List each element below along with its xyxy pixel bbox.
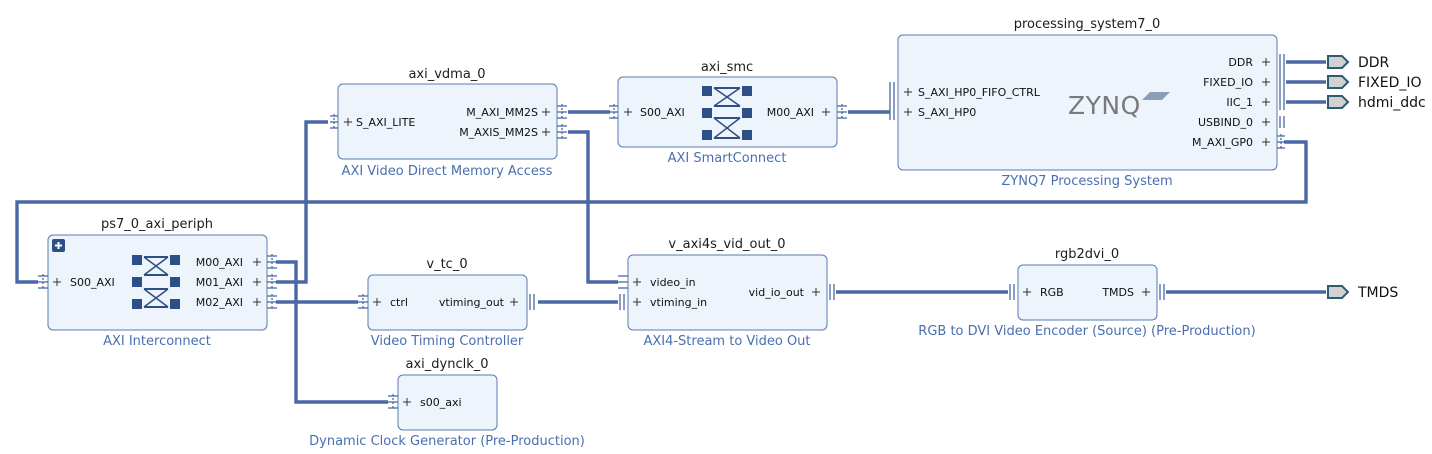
port-label: TMDS — [1101, 286, 1134, 299]
port-label: S_AXI_LITE — [356, 116, 415, 129]
block-instance-name: processing_system7_0 — [1014, 17, 1161, 32]
port-label: DDR — [1228, 56, 1253, 69]
port-label: s00_axi — [420, 396, 462, 409]
external-port-label: hdmi_ddc — [1358, 95, 1426, 111]
net-ps7-gp0-to-periph[interactable] — [15, 140, 1308, 284]
external-port-label: TMDS — [1357, 285, 1398, 301]
port-label: vtiming_in — [650, 296, 707, 309]
port-label: RGB — [1040, 286, 1064, 299]
zynq-logo-chevron-icon — [1142, 92, 1170, 100]
crossbar-icon — [132, 255, 180, 309]
block-description: Video Timing Controller — [371, 334, 524, 349]
port-bus-icon[interactable] — [829, 284, 835, 300]
port-label: M01_AXI — [196, 276, 243, 289]
port-label: S_AXI_HP0_FIFO_CTRL — [918, 86, 1041, 99]
block-body[interactable] — [1017, 264, 1158, 321]
port-label: video_in — [650, 276, 696, 289]
block-description: AXI Interconnect — [103, 334, 211, 349]
block-description: RGB to DVI Video Encoder (Source) (Pre-P… — [918, 324, 1255, 339]
block-video-timing-controller[interactable]: v_tc_0 ctrl vtiming_out Video Timing Con… — [358, 257, 535, 349]
port-bus-icon[interactable] — [1009, 284, 1015, 300]
port-bus-icon[interactable] — [889, 82, 895, 120]
external-port-label: FIXED_IO — [1358, 75, 1422, 91]
block-processing-system7[interactable]: processing_system7_0 S_AXI_HP0_FIFO_CTRL… — [889, 17, 1285, 189]
port-label: FIXED_IO — [1203, 76, 1253, 89]
port-bus-icon[interactable] — [358, 294, 368, 310]
port-bus-icon[interactable] — [557, 104, 567, 140]
port-label: M_AXIS_MM2S — [459, 126, 538, 139]
plus-icons — [1262, 58, 1270, 146]
port-label: M00_AXI — [196, 256, 243, 269]
block-instance-name: v_tc_0 — [426, 257, 467, 272]
block-axi-dynclk[interactable]: axi_dynclk_0 s00_axi Dynamic Clock Gener… — [309, 357, 585, 449]
external-port-fixed-io[interactable]: FIXED_IO — [1327, 75, 1422, 91]
port-bus-icon[interactable] — [1159, 284, 1165, 300]
net-vdma-axis-to-vidout[interactable] — [568, 130, 618, 284]
zynq-logo: ZYNQ — [1068, 91, 1141, 120]
block-body[interactable] — [897, 34, 1278, 171]
block-instance-name: v_axi4s_vid_out_0 — [668, 237, 785, 252]
port-label: ctrl — [390, 296, 408, 309]
external-port-tmds[interactable]: TMDS — [1327, 285, 1398, 301]
block-axi-interconnect[interactable]: ps7_0_axi_periph S00_AXI M00_AXI M01 — [38, 217, 277, 349]
port-label: vtiming_out — [439, 296, 505, 309]
port-label: M_AXI_MM2S — [466, 106, 538, 119]
block-description: AXI Video Direct Memory Access — [342, 164, 553, 179]
port-label: M02_AXI — [196, 296, 243, 309]
plus-icons — [253, 258, 261, 306]
crossbar-icon — [702, 86, 752, 140]
net-periph-m01-to-vdma-lite[interactable] — [276, 120, 328, 284]
port-label: M_AXI_GP0 — [1192, 136, 1253, 149]
block-instance-name: axi_dynclk_0 — [405, 357, 488, 372]
block-description: ZYNQ7 Processing System — [1001, 174, 1172, 189]
block-axi4s-vid-out[interactable]: v_axi4s_vid_out_0 video_in vtiming_in vi… — [618, 237, 835, 349]
port-label: S_AXI_HP0 — [918, 106, 976, 119]
block-description: Dynamic Clock Generator (Pre-Production) — [309, 434, 585, 449]
block-instance-name: axi_vdma_0 — [408, 67, 485, 82]
block-rgb2dvi[interactable]: rgb2dvi_0 RGB TMDS RGB to DVI Video Enco… — [918, 247, 1255, 339]
plus-box-icon[interactable] — [52, 239, 65, 252]
port-label: S00_AXI — [70, 276, 115, 289]
port-s-axi-lite-icon[interactable] — [330, 114, 338, 130]
port-label: IIC_1 — [1226, 96, 1253, 109]
port-label: S00_AXI — [640, 106, 685, 119]
port-bus-icon[interactable] — [529, 294, 535, 310]
external-port-ddr[interactable]: DDR — [1327, 55, 1390, 71]
block-axi-smc[interactable]: axi_smc S00_AXI M00_AXI AXI SmartConne — [609, 60, 847, 166]
nets — [15, 60, 1326, 404]
block-instance-name: axi_smc — [701, 60, 753, 75]
port-label: USBIND_0 — [1198, 116, 1253, 129]
block-axi-vdma[interactable]: axi_vdma_0 S_AXI_LITE M_AXI_MM2S M_AXIS_… — [330, 67, 567, 179]
port-bus-icon[interactable] — [609, 104, 618, 120]
block-description: AXI4-Stream to Video Out — [643, 334, 810, 349]
port-label: M00_AXI — [767, 106, 814, 119]
port-bus-icon[interactable] — [38, 274, 48, 290]
block-body[interactable] — [627, 254, 828, 331]
port-bus-icon[interactable] — [618, 275, 628, 310]
port-bus-icon[interactable] — [837, 104, 847, 120]
block-description: AXI SmartConnect — [668, 151, 787, 166]
external-port-label: DDR — [1358, 55, 1390, 71]
port-bus-icon[interactable] — [267, 254, 277, 310]
net-periph-m00-to-vdma[interactable] — [276, 260, 388, 404]
external-port-hdmi-ddc[interactable]: hdmi_ddc — [1327, 95, 1426, 111]
block-instance-name: rgb2dvi_0 — [1055, 247, 1119, 262]
block-instance-name: ps7_0_axi_periph — [101, 217, 213, 232]
port-bus-icon[interactable] — [388, 394, 398, 410]
port-bus-icon[interactable] — [1277, 54, 1285, 150]
port-label: vid_io_out — [749, 286, 805, 299]
